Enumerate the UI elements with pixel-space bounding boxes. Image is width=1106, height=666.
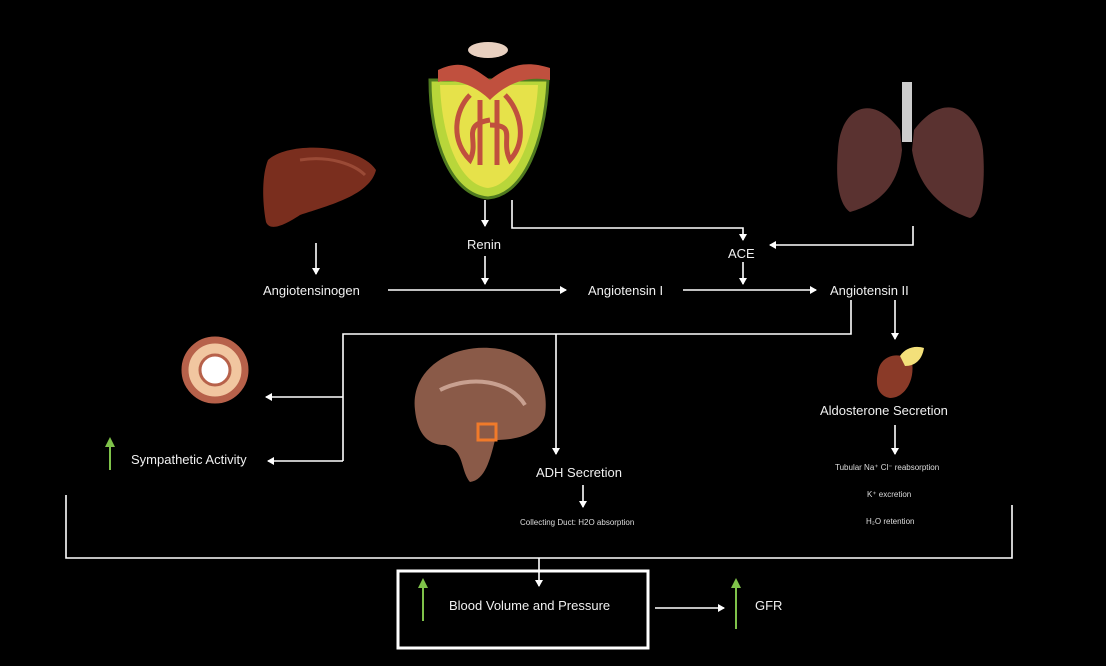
gfr-label: GFR — [755, 598, 783, 613]
angiotensinogen-label: Angiotensinogen — [263, 283, 360, 298]
blood-vessel-icon — [181, 336, 249, 404]
h2o-retention-label: H₂O retention — [866, 517, 915, 526]
blood-volume-label: Blood Volume and Pressure — [449, 598, 611, 613]
k-excretion-label: K⁺ excretion — [867, 490, 912, 499]
brain-icon — [414, 347, 546, 482]
ace-label: ACE — [728, 246, 755, 261]
adh-secretion-label: ADH Secretion — [536, 465, 622, 480]
renin-label: Renin — [467, 237, 501, 252]
collecting-duct-label: Collecting Duct: H2O absorption — [520, 518, 635, 527]
lung-ace-line — [769, 226, 914, 249]
sympathetic-activity-label: Sympathetic Activity — [131, 452, 247, 467]
blood-volume-box — [396, 569, 650, 650]
tubular-reabsorption-label: Tubular Na⁺ Cl⁻ reabsorption — [835, 463, 940, 472]
liver-icon — [263, 147, 376, 227]
angiotensin-2-label: Angiotensin II — [830, 283, 909, 298]
angiotensin-1-label: Angiotensin I — [588, 283, 664, 298]
aldosterone-secretion-label: Aldosterone Secretion — [820, 403, 948, 418]
lungs-icon — [837, 82, 984, 218]
ang2-branch-line — [342, 300, 852, 461]
kidney-glomerulus-icon — [428, 42, 550, 200]
adrenal-gland-icon — [876, 346, 924, 398]
kidney-ace-line — [511, 200, 747, 241]
